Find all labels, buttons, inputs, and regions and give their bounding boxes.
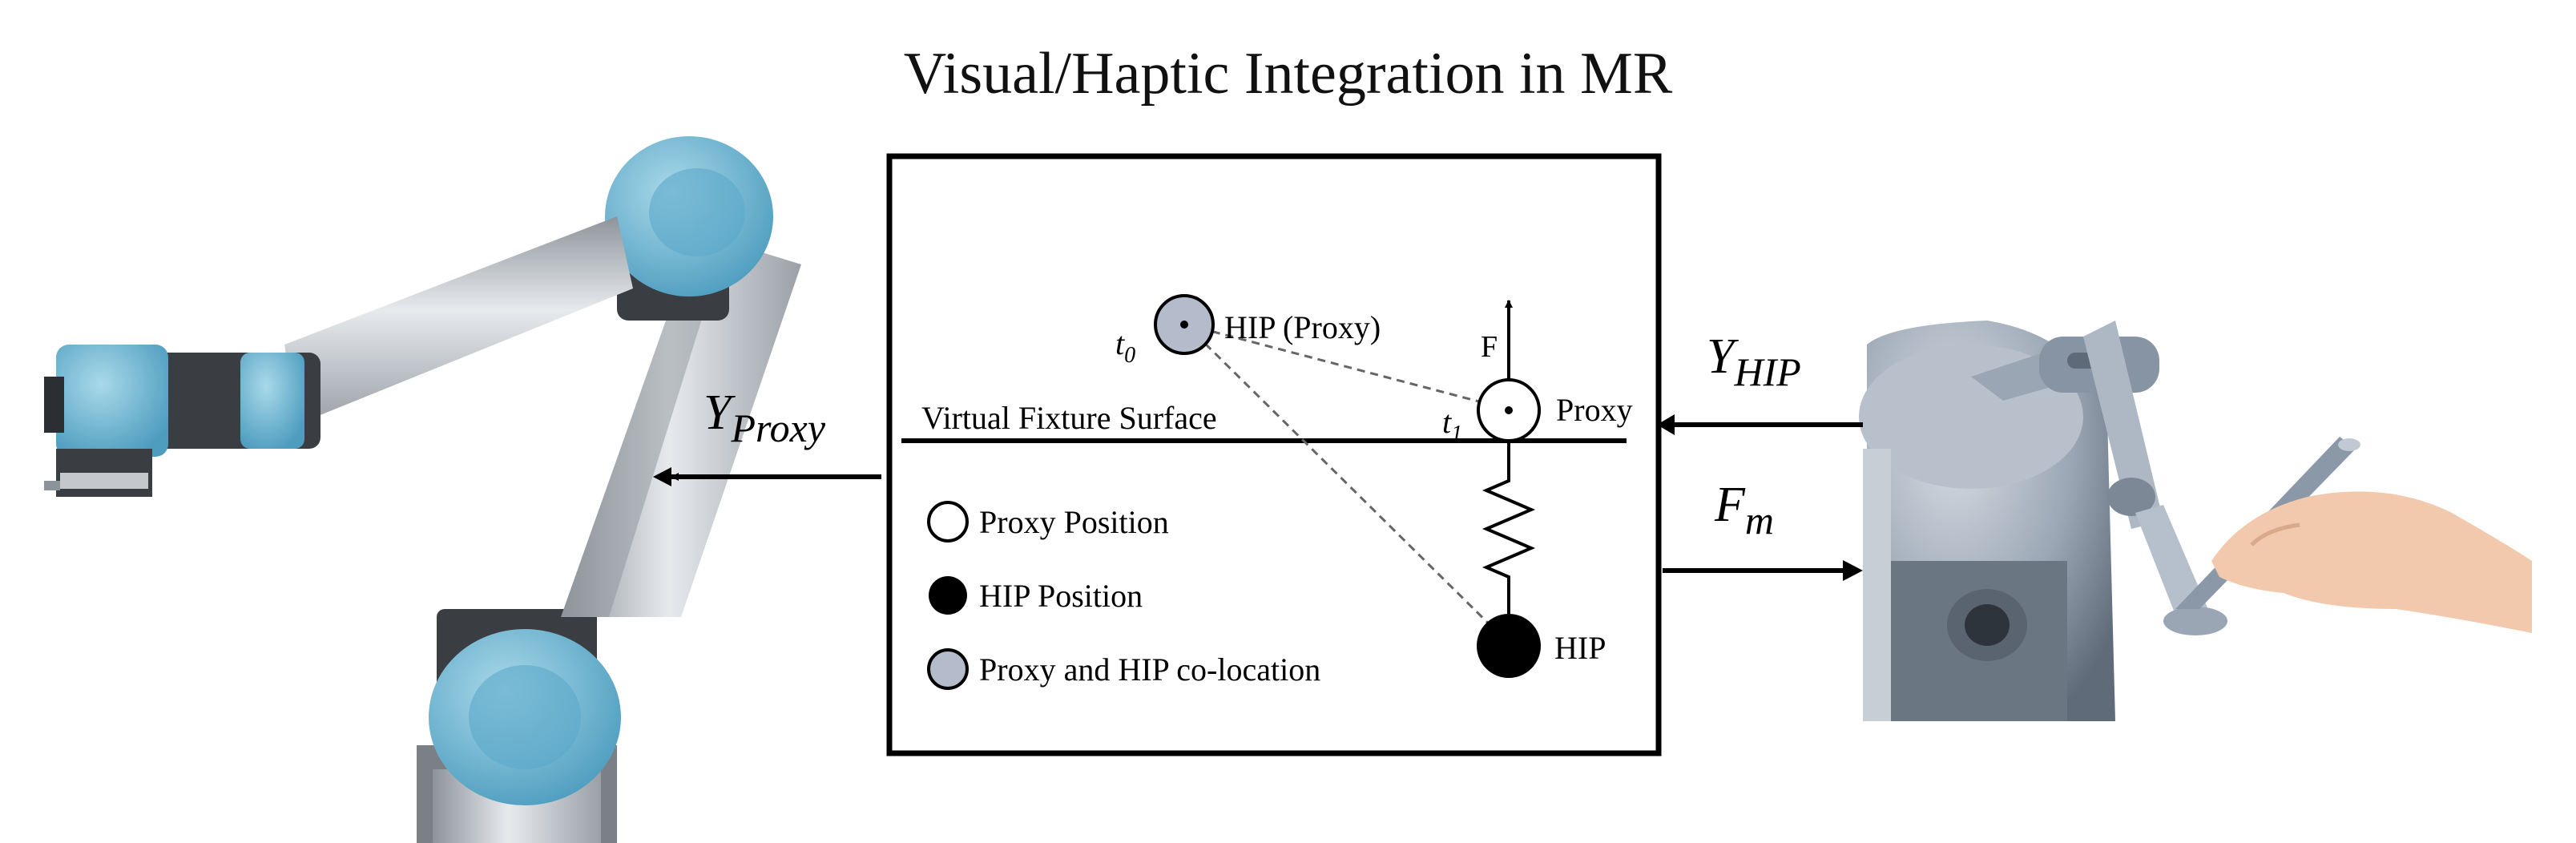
legend-label-proxy: Proxy Position — [979, 504, 1169, 540]
force-label: F — [1481, 330, 1498, 364]
robot-shoulder-joint-icon — [605, 136, 773, 321]
y-proxy-label: YProxy — [703, 385, 826, 450]
legend-marker-colocated — [927, 648, 969, 690]
y-hip-label: YHIP — [1707, 329, 1801, 394]
legend-label-colocated: Proxy and HIP co-location — [979, 651, 1320, 688]
hip-proxy-label: HIP (Proxy) — [1224, 309, 1381, 345]
legend: Proxy Position HIP Position Proxy and HI… — [927, 501, 1320, 690]
t1-label: t1 — [1442, 404, 1462, 446]
hand-icon — [2211, 491, 2532, 633]
proxy-path-dashed — [1185, 323, 1507, 410]
robot-base-joint-icon — [429, 609, 621, 805]
t0-label: t0 — [1115, 325, 1135, 368]
legend-marker-hip — [929, 576, 967, 615]
hip-path-dashed — [1184, 323, 1508, 643]
legend-label-hip: HIP Position — [979, 578, 1143, 614]
spring-icon — [1482, 441, 1536, 617]
diagram-title: Visual/Haptic Integration in MR — [903, 41, 1673, 107]
legend-marker-proxy — [927, 501, 969, 543]
surface-label: Virtual Fixture Surface — [921, 400, 1217, 436]
proxy-label: Proxy — [1556, 392, 1633, 428]
robot-arm-illustration — [44, 136, 801, 843]
hip-circle — [1477, 614, 1541, 678]
haptic-device-illustration — [1859, 321, 2532, 721]
f-m-label: Fm — [1714, 478, 1774, 543]
hip-label: HIP — [1554, 630, 1606, 666]
robot-elbow-joint-icon — [224, 353, 320, 449]
